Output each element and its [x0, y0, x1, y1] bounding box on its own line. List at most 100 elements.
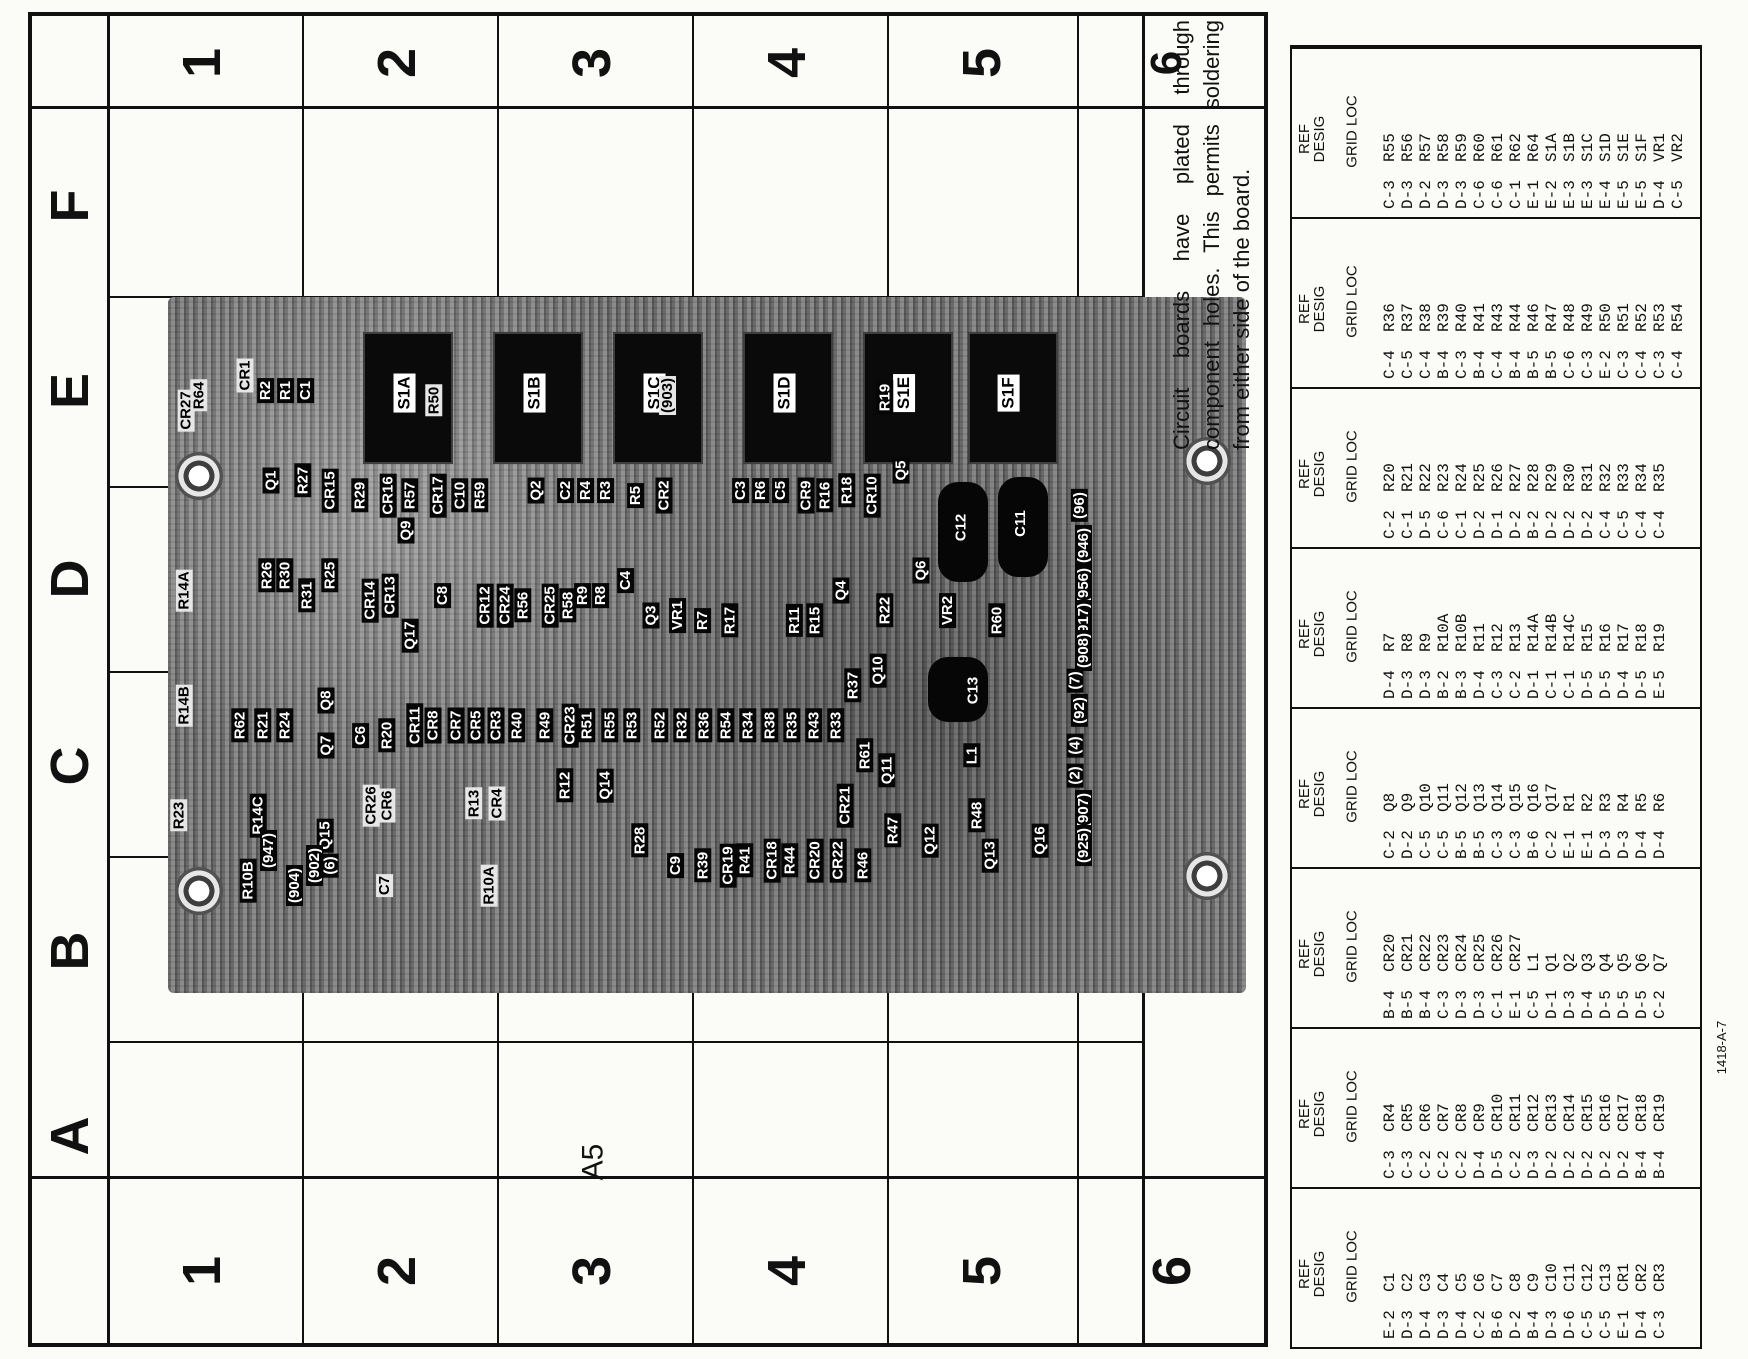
grid-loc-value: C-3 — [1381, 1150, 1399, 1179]
component-label: R28 — [631, 823, 649, 858]
component-label: R14B — [175, 684, 193, 727]
grid-loc-value: C-4 — [1597, 510, 1615, 539]
grid-loc-value: C-1 — [1543, 670, 1561, 699]
component-label: R16 — [816, 478, 834, 513]
component-label: C2 — [557, 477, 575, 504]
ref-desig-value: CR8 — [1453, 1103, 1471, 1132]
grid-loc-value: D-2 — [1399, 830, 1417, 859]
ref-desig-value: Q6 — [1633, 952, 1651, 972]
ref-desig-value: C9 — [1525, 1272, 1543, 1292]
ref-desig-value: R30 — [1561, 463, 1579, 492]
mounting-hole-icon — [1183, 437, 1231, 485]
component-label: C13 — [964, 673, 982, 708]
grid-loc-value: E-3 — [1561, 180, 1579, 209]
grid-loc-value: C-2 — [1381, 510, 1399, 539]
ref-desig-value: R35 — [1651, 463, 1669, 492]
grid-loc-value: D-4 — [1579, 990, 1597, 1019]
ref-desig-value: R26 — [1489, 463, 1507, 492]
component-label: R21 — [254, 708, 272, 743]
component-label: (7) — [1066, 668, 1084, 693]
header-grid-loc: GRID LOC — [1343, 1230, 1361, 1303]
grid-loc-value: D-5 — [1597, 990, 1615, 1019]
grid-loc-value: D-5 — [1597, 670, 1615, 699]
component-label: CR22 — [829, 838, 847, 883]
component-label: R10A — [480, 864, 498, 907]
component-label: R35 — [783, 708, 801, 743]
component-label: CR20 — [806, 838, 824, 883]
ref-desig-value: R56 — [1399, 133, 1417, 162]
grid-line — [32, 106, 1268, 109]
ref-desig-value: Q3 — [1579, 952, 1597, 972]
grid-loc-value: D-5 — [1615, 990, 1633, 1019]
component-label: R15 — [806, 603, 824, 638]
grid-loc-value: D-5 — [1489, 1150, 1507, 1179]
ref-desig-value: R13 — [1507, 623, 1525, 652]
header-grid-loc: GRID LOC — [1343, 95, 1361, 168]
grid-loc-value: E-1 — [1579, 830, 1597, 859]
row-label-bottom: 1 — [172, 1255, 232, 1287]
ref-desig-value: S1E — [1615, 133, 1633, 162]
ref-desig-value: R24 — [1453, 463, 1471, 492]
component-label: R54 — [717, 708, 735, 743]
grid-loc-value: C-3 — [1381, 180, 1399, 209]
grid-loc-value: E-1 — [1615, 1310, 1633, 1339]
ref-desig-value: R14C — [1561, 613, 1579, 652]
header-grid-loc: GRID LOC — [1343, 1070, 1361, 1143]
grid-loc-value: D-3 — [1453, 990, 1471, 1019]
component-label: R53 — [623, 708, 641, 743]
component-label: R30 — [276, 558, 294, 593]
ref-desig-value: Q13 — [1471, 783, 1489, 812]
component-label: Q11 — [878, 753, 896, 788]
document-number: 1418-A-7 — [1714, 1020, 1730, 1075]
ref-desig-value: R64 — [1525, 133, 1543, 162]
ref-desig-value: R17 — [1615, 623, 1633, 652]
col-label: A — [40, 1116, 100, 1156]
component-label: C5 — [772, 477, 790, 504]
ref-desig-value: Q1 — [1543, 952, 1561, 972]
component-label: R33 — [827, 708, 845, 743]
ref-desig-value: CR14 — [1561, 1093, 1579, 1132]
grid-loc-value: D-3 — [1399, 670, 1417, 699]
ref-desig-value: R32 — [1597, 463, 1615, 492]
header-ref-desig: REF DESIG — [1296, 285, 1328, 333]
ref-desig-value: R53 — [1651, 303, 1669, 332]
component-label: R40 — [508, 708, 526, 743]
ref-desig-value: CR11 — [1507, 1093, 1525, 1132]
component-label: R36 — [695, 708, 713, 743]
component-label: R56 — [514, 588, 532, 623]
ref-desig-value: R15 — [1579, 623, 1597, 652]
ref-desig-value: CR10 — [1489, 1093, 1507, 1132]
ref-desig-value: R38 — [1417, 303, 1435, 332]
row-label-bottom: 6 — [1142, 1255, 1202, 1287]
ref-desig-value: R1 — [1561, 792, 1579, 812]
grid-loc-value: D-2 — [1543, 1150, 1561, 1179]
switch-s1f: S1F — [968, 332, 1058, 464]
component-label: R59 — [471, 478, 489, 513]
grid-loc-value: B-5 — [1399, 990, 1417, 1019]
grid-loc-value: D-3 — [1471, 990, 1489, 1019]
component-label: Q12 — [921, 823, 939, 858]
ref-desig-value: R37 — [1399, 303, 1417, 332]
component-label: R61 — [856, 738, 874, 773]
grid-loc-value: C-2 — [1507, 670, 1525, 699]
switch-s1b: S1B — [493, 332, 583, 464]
ref-desig-value: C13 — [1597, 1263, 1615, 1292]
grid-loc-value: D-5 — [1633, 670, 1651, 699]
grid-loc-value: D-4 — [1651, 180, 1669, 209]
grid-loc-value: C-1 — [1507, 180, 1525, 209]
ref-desig-value: R31 — [1579, 463, 1597, 492]
ref-desig-value: R8 — [1399, 632, 1417, 652]
component-label: R50 — [425, 384, 443, 417]
ref-desig-value: R34 — [1633, 463, 1651, 492]
grid-loc-value: C-5 — [1435, 830, 1453, 859]
grid-loc-value: B-5 — [1471, 830, 1489, 859]
component-label: Q1 — [262, 467, 280, 494]
ref-desig-value: CR4 — [1381, 1103, 1399, 1132]
component-label: R20 — [378, 718, 396, 753]
grid-loc-value: D-2 — [1507, 1310, 1525, 1339]
component-label: (6) — [321, 853, 339, 878]
grid-loc-value: C-5 — [1399, 350, 1417, 379]
grid-loc-value: C-3 — [1399, 1150, 1417, 1179]
component-label: C8 — [434, 582, 452, 609]
